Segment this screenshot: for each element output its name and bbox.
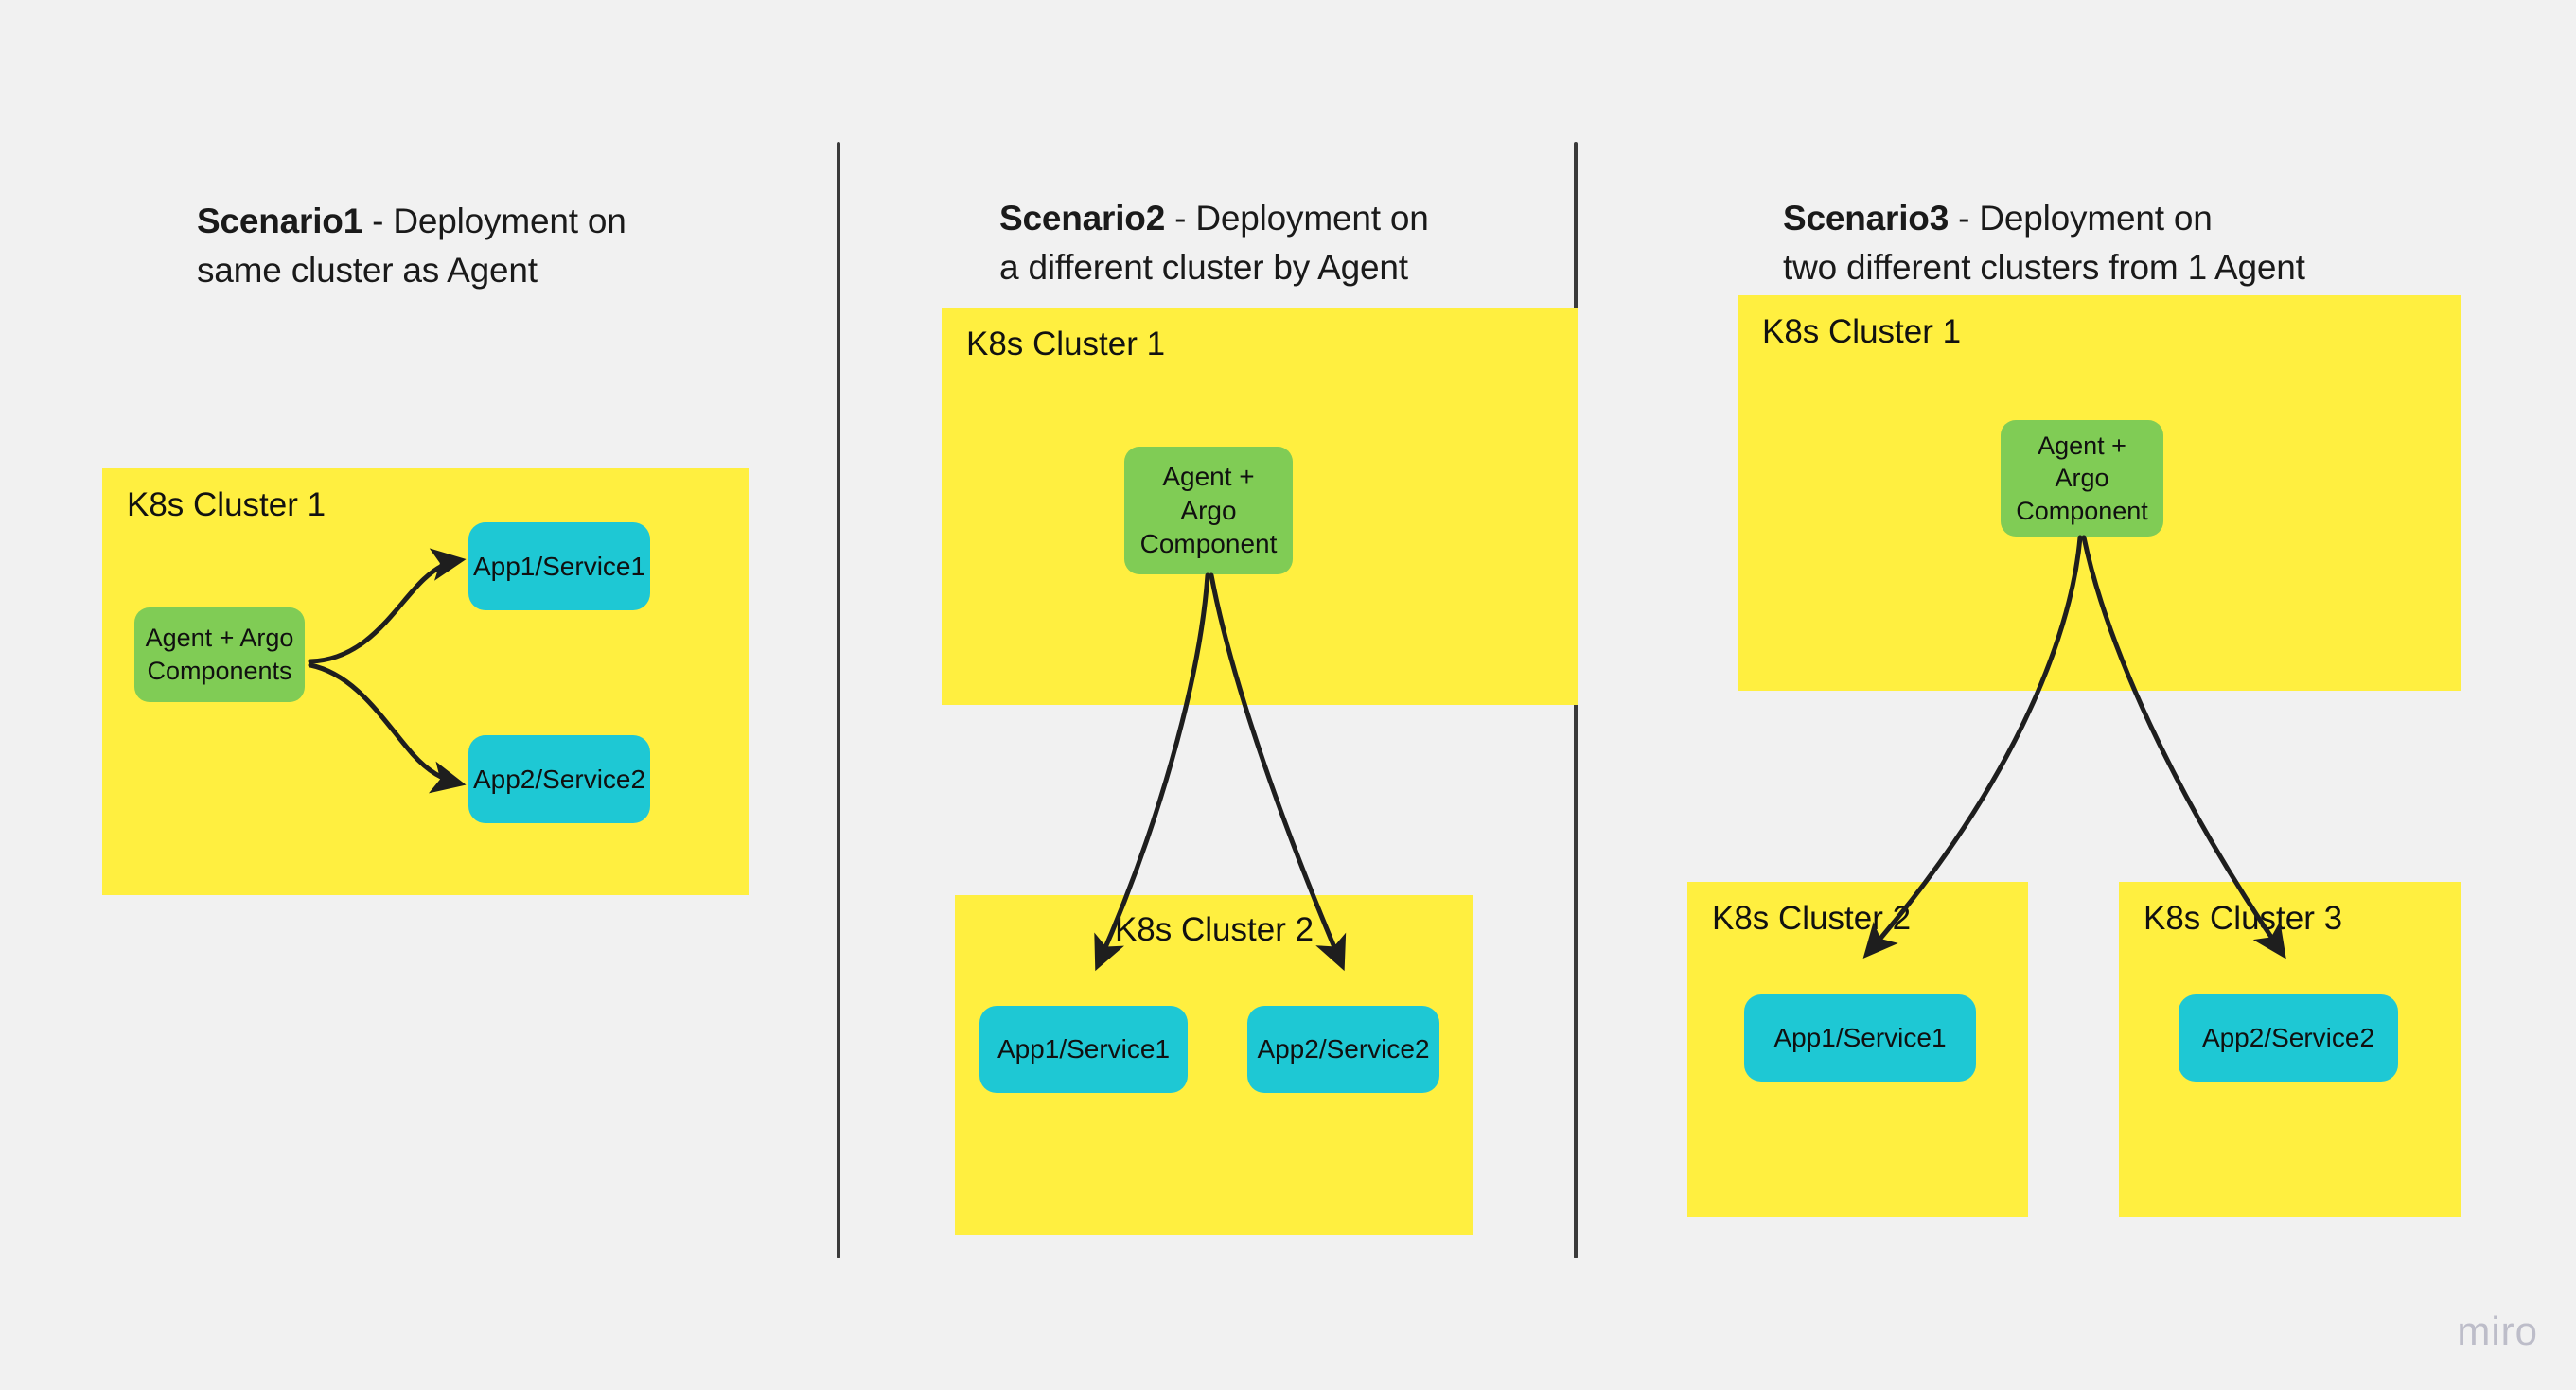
scenario2-title: Scenario2 - Deployment on a different cl… [999, 144, 1624, 293]
scenario3-title-rest: - Deployment on two different clusters f… [1783, 198, 2305, 288]
scenario2-agent-node[interactable]: Agent + Argo Component [1124, 447, 1293, 574]
scenario2-app2-node[interactable]: App2/Service2 [1247, 1006, 1439, 1093]
scenario1-title-bold: Scenario1 [197, 201, 363, 240]
miro-watermark: miro [2457, 1309, 2538, 1353]
scenario2-title-rest: - Deployment on a different cluster by A… [999, 198, 1429, 288]
scenario1-title-rest: - Deployment on same cluster as Agent [197, 201, 626, 290]
scenario3-agent-node[interactable]: Agent + Argo Component [2001, 420, 2163, 537]
scenario3-app1-node[interactable]: App1/Service1 [1744, 994, 1976, 1082]
scenario1-app1-node[interactable]: App1/Service1 [468, 522, 650, 610]
scenario1-cluster1-label: K8s Cluster 1 [127, 486, 326, 523]
scenario3-title-bold: Scenario3 [1783, 198, 1950, 238]
scenario1-title: Scenario1 - Deployment on same cluster a… [197, 147, 784, 296]
scenario3-cluster1-label: K8s Cluster 1 [1762, 313, 1962, 350]
scenario3-app2-node[interactable]: App2/Service2 [2179, 994, 2398, 1082]
scenario3-cluster2-label: K8s Cluster 2 [1712, 900, 1912, 937]
panel-divider-1 [837, 142, 840, 1258]
scenario2-cluster2-label: K8s Cluster 2 [1114, 911, 1314, 948]
scenario1-agent-node[interactable]: Agent + Argo Components [134, 607, 305, 702]
scenario2-app1-node[interactable]: App1/Service1 [979, 1006, 1188, 1093]
scenario3-cluster3-label: K8s Cluster 3 [2144, 900, 2343, 937]
scenario1-app2-node[interactable]: App2/Service2 [468, 735, 650, 823]
scenario2-cluster1-label: K8s Cluster 1 [966, 326, 1166, 362]
scenario2-title-bold: Scenario2 [999, 198, 1166, 238]
scenario3-title: Scenario3 - Deployment on two different … [1783, 144, 2531, 293]
